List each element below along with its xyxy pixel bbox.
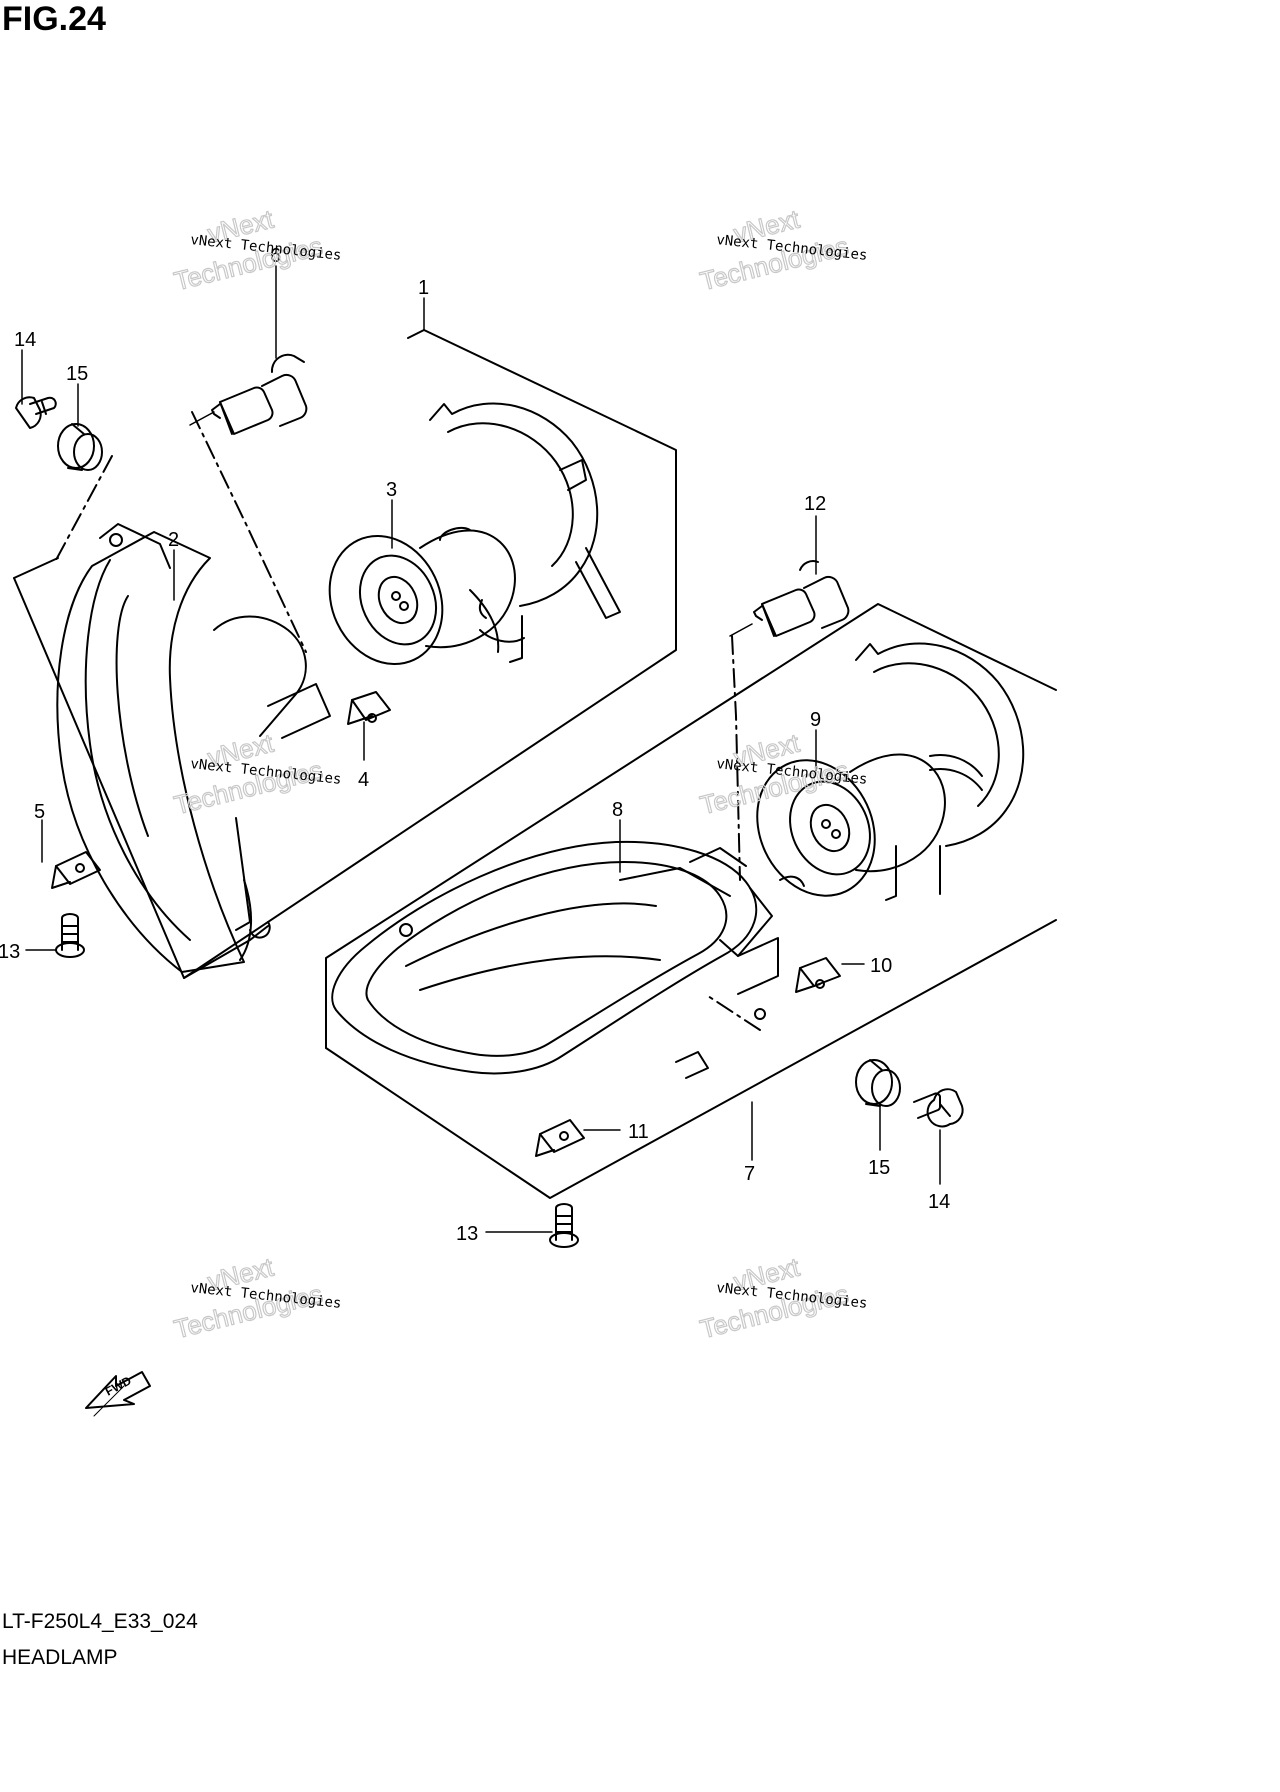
housing-1 xyxy=(429,402,621,663)
frame-1-top-left xyxy=(13,557,59,579)
watermark-2: Technologies vNext vNext Technologies xyxy=(696,203,868,297)
nut-clip-4 xyxy=(347,691,391,725)
callouts: 1 2 3 4 5 6 7 8 9 10 11 12 13 13 14 14 1… xyxy=(0,245,950,1245)
nut-clip-11 xyxy=(535,1119,585,1157)
callout-1: 1 xyxy=(418,277,429,299)
socket-3 xyxy=(328,526,525,666)
frame-7 xyxy=(325,603,1057,1049)
install-lines xyxy=(55,411,761,1031)
callout-4: 4 xyxy=(358,769,369,791)
section-name: HEADLAMP xyxy=(2,1646,118,1669)
watermark-5: Technologies vNext vNext Technologies xyxy=(170,1251,342,1345)
grommet-15-bottom xyxy=(855,1059,901,1107)
watermark-6: Technologies vNext vNext Technologies xyxy=(696,1251,868,1345)
callout-14-bottom: 14 xyxy=(928,1191,950,1213)
callout-15-bottom: 15 xyxy=(868,1157,890,1179)
callout-15-top: 15 xyxy=(66,363,88,385)
watermark-1: Technologies vNext vNext Technologies xyxy=(170,203,342,297)
callout-13-bottom: 13 xyxy=(456,1223,478,1245)
grommet-15-top xyxy=(57,423,103,471)
figure-title: FIG.24 xyxy=(2,0,106,38)
callout-10: 10 xyxy=(870,955,892,977)
frame-1 xyxy=(13,329,677,979)
watermark-3: Technologies vNext vNext Technologies xyxy=(170,727,342,821)
callout-12: 12 xyxy=(804,493,826,515)
nut-clip-5 xyxy=(51,851,101,889)
callout-3: 3 xyxy=(386,479,397,501)
bolt-14-bottom xyxy=(913,1088,964,1128)
callout-6: 6 xyxy=(270,245,281,267)
housing-8-rear xyxy=(855,642,1025,901)
bolt-14-top xyxy=(15,396,57,429)
callout-14-top: 14 xyxy=(14,329,36,351)
screw-13-bottom xyxy=(549,1203,579,1248)
nut-clip-10 xyxy=(795,957,841,993)
socket-9 xyxy=(756,753,946,897)
fwd-arrow: FWD xyxy=(85,1371,151,1417)
callout-13-left: 13 xyxy=(0,941,20,963)
model-code: LT-F250L4_E33_024 xyxy=(2,1610,198,1633)
callout-7: 7 xyxy=(744,1163,755,1185)
callout-11: 11 xyxy=(628,1121,649,1143)
lens-8 xyxy=(331,840,805,1079)
callout-2: 2 xyxy=(168,529,179,551)
leader-lines xyxy=(21,265,941,1233)
lens-reflector-2 xyxy=(56,523,331,979)
callout-8: 8 xyxy=(612,799,623,821)
bulb-12 xyxy=(753,560,850,637)
bulb-6 xyxy=(211,353,308,435)
callout-9: 9 xyxy=(810,709,821,731)
screw-13-left xyxy=(55,913,85,958)
watermark-4: Technologies vNext vNext Technologies xyxy=(696,727,868,821)
callout-5: 5 xyxy=(34,801,45,823)
